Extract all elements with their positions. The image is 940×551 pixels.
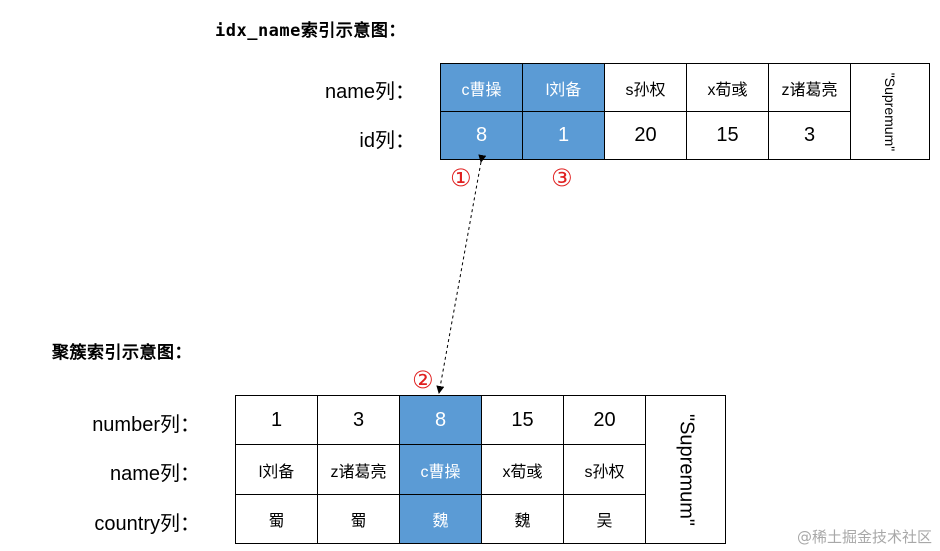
top-row-label-name: name列： — [324, 81, 415, 103]
top-id-cell-0: 8 — [440, 111, 523, 160]
bottom-name-cell-2: c曹操 — [399, 444, 482, 495]
bottom-number-cell-3: 15 — [481, 395, 564, 445]
top-name-cell-4: z诸葛亮 — [768, 63, 851, 112]
bottom-country-cell-2: 魏 — [399, 494, 482, 544]
bottom-supremum-cell: "Supremum" — [645, 395, 726, 544]
bottom-row-label-country: country列： — [94, 513, 200, 535]
top-name-cell-0: c曹操 — [440, 63, 523, 112]
bottom-number-cell-2: 8 — [399, 395, 482, 445]
bottom-name-cell-0: l刘备 — [235, 444, 318, 495]
bottom-row-label-name: name列： — [109, 463, 200, 485]
bottom-country-cell-4: 吴 — [563, 494, 646, 544]
bottom-supremum-label: "Supremum" — [675, 413, 697, 526]
bottom-row-label-number: number列： — [92, 414, 200, 436]
bottom-country-cell-1: 蜀 — [317, 494, 400, 544]
top-row-label-id: id列： — [359, 130, 415, 152]
bottom-number-cell-1: 3 — [317, 395, 400, 445]
bottom-name-cell-4: s孙权 — [563, 444, 646, 495]
bottom-number-cell-0: 1 — [235, 395, 318, 445]
clustered-index-title: 聚簇索引示意图： — [52, 343, 192, 363]
bottom-name-cell-3: x荀彧 — [481, 444, 564, 495]
watermark: @稀土掘金技术社区 — [796, 528, 932, 546]
step-marker-3: ③ — [551, 164, 573, 192]
top-id-cell-1: 1 — [522, 111, 605, 160]
top-name-cell-3: x荀彧 — [686, 63, 769, 112]
clustered-index-table: 1 3 8 15 20 "Supremum" l刘备 z诸葛亮 c曹操 x荀彧 … — [235, 395, 726, 544]
top-id-cell-4: 3 — [768, 111, 851, 160]
top-id-cell-3: 15 — [686, 111, 769, 160]
top-supremum-cell: "Supremum" — [850, 63, 930, 160]
bottom-name-cell-1: z诸葛亮 — [317, 444, 400, 495]
idx-name-table: c曹操 l刘备 s孙权 x荀彧 z诸葛亮 "Supremum" 8 1 20 1… — [440, 63, 930, 160]
bottom-country-cell-0: 蜀 — [235, 494, 318, 544]
top-name-cell-2: s孙权 — [604, 63, 687, 112]
step-marker-2: ② — [412, 366, 434, 394]
bottom-country-cell-3: 魏 — [481, 494, 564, 544]
bottom-number-cell-4: 20 — [563, 395, 646, 445]
idx-name-title: idx_name索引示意图： — [215, 21, 406, 41]
